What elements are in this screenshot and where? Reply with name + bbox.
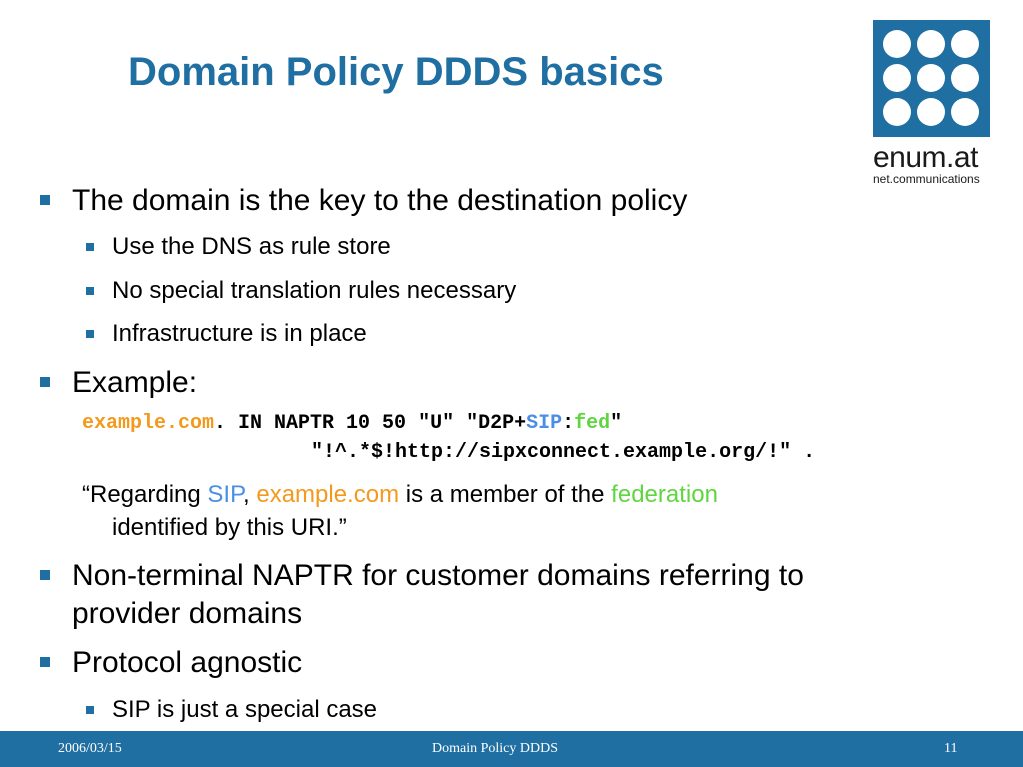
bullet-dns-rule-store: Use the DNS as rule store bbox=[112, 233, 391, 260]
naptr-record-line-2: "!^.*$!http://sipxconnect.example.org/!"… bbox=[311, 441, 816, 464]
footer-page-number: 11 bbox=[944, 741, 958, 756]
bullet-no-translation: No special translation rules necessary bbox=[112, 277, 517, 304]
bullet-marker-icon bbox=[40, 377, 50, 387]
bullet-marker-icon bbox=[86, 706, 94, 714]
logo-dot-grid-icon bbox=[873, 20, 990, 137]
bullet-marker-icon bbox=[40, 570, 50, 580]
footer-title: Domain Policy DDDS bbox=[432, 741, 558, 756]
bullet-marker-icon bbox=[86, 243, 94, 251]
footer-date: 2006/03/15 bbox=[58, 741, 122, 756]
bullet-marker-icon bbox=[40, 195, 50, 205]
bullet-domain-key: The domain is the key to the destination… bbox=[72, 184, 688, 217]
slide-footer: 2006/03/15 Domain Policy DDDS 11 bbox=[0, 731, 1023, 767]
service-fed: fed bbox=[574, 412, 611, 435]
bullet-protocol-agnostic: Protocol agnostic bbox=[72, 646, 303, 679]
bullet-marker-icon bbox=[40, 657, 50, 667]
logo-name: enum.at bbox=[873, 141, 978, 174]
slide-title: Domain Policy DDDS basics bbox=[128, 50, 664, 94]
bullet-non-terminal-naptr: Non-terminal NAPTR for customer domains … bbox=[72, 559, 804, 592]
bullet-non-terminal-naptr-cont: provider domains bbox=[72, 597, 303, 630]
bullet-marker-icon bbox=[86, 287, 94, 295]
logo-tagline: net.communications bbox=[873, 172, 980, 186]
bullet-example: Example: bbox=[72, 366, 198, 399]
example-domain: example.com bbox=[82, 412, 215, 435]
quote-line-2: identified by this URI.” bbox=[112, 514, 347, 541]
service-sip: SIP bbox=[526, 412, 563, 435]
bullet-sip-special-case: SIP is just a special case bbox=[112, 696, 378, 723]
bullet-infrastructure: Infrastructure is in place bbox=[112, 320, 367, 347]
naptr-record-line-1: example.com. IN NAPTR 10 50 "U" "D2P+SIP… bbox=[82, 412, 623, 435]
enum-at-logo: enum.at net.communications bbox=[873, 20, 992, 186]
bullet-marker-icon bbox=[86, 330, 94, 338]
quote-line-1: “Regarding SIP, example.com is a member … bbox=[82, 481, 718, 508]
